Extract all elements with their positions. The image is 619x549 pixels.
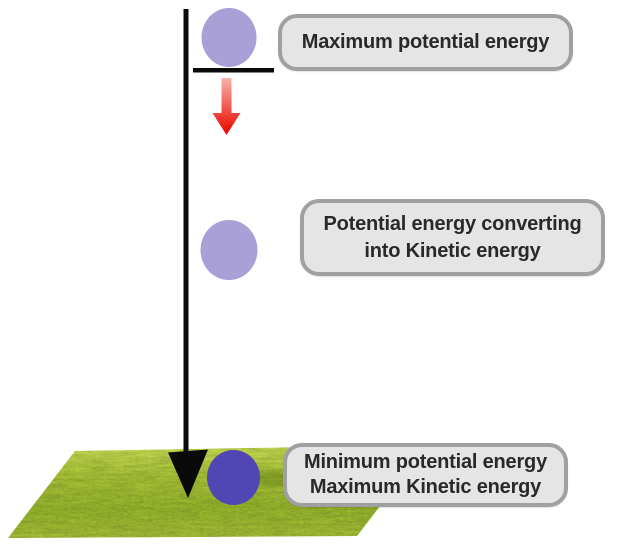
red-arrow-shaft: [221, 78, 232, 115]
red-arrow-head: [212, 113, 241, 135]
ball-converting: [200, 220, 258, 280]
label-text-line1: Potential energy converting: [323, 212, 582, 235]
label-minimum-potential-energy: Minimum potential energy Maximum Kinetic…: [283, 443, 568, 507]
ball-maximum-potential: [201, 8, 257, 67]
label-potential-converting: Potential energy converting into Kinetic…: [300, 199, 605, 276]
label-text-line2: into Kinetic energy: [364, 239, 541, 262]
arrow-head: [168, 449, 208, 498]
platform-line: [193, 68, 274, 73]
long-down-arrow-icon: [168, 9, 208, 498]
label-text-line2: Maximum Kinetic energy: [309, 476, 542, 498]
label-maximum-potential-energy: Maximum potential energy: [278, 14, 573, 71]
red-down-arrow-icon: [212, 78, 241, 135]
arrow-shaft: [183, 9, 189, 455]
label-text-line1: Minimum potential energy: [303, 450, 547, 473]
label-text: Maximum potential energy: [301, 31, 550, 53]
ball-minimum-potential: [207, 450, 260, 505]
